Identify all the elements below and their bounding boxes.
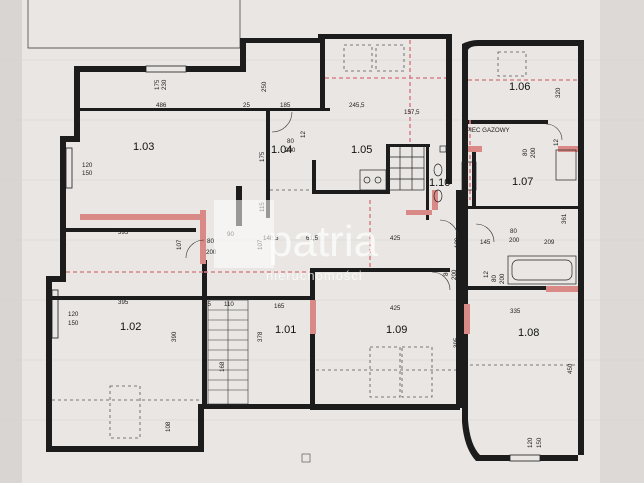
watermark-brand: patria <box>268 217 379 266</box>
dimension-label: 80 <box>207 238 214 245</box>
dimension-label: 200 <box>206 249 217 256</box>
dimension-label: 175 <box>259 151 266 162</box>
dimension-label: 80 <box>443 269 450 276</box>
dimension-label: 107 <box>176 239 183 250</box>
dimension-label: 335 <box>510 308 521 315</box>
dimension-label: 245,5 <box>349 102 365 109</box>
room-label-1-03: 1.03 <box>133 141 154 153</box>
room-label-1-08: 1.08 <box>518 327 539 339</box>
dimension-label: 25 <box>243 102 250 109</box>
dimension-label: 361 <box>561 213 568 224</box>
dimension-label: 12 <box>483 271 490 278</box>
terrace-outline <box>27 0 241 49</box>
bathroom-fixtures <box>433 145 577 285</box>
dimension-label: 395 <box>453 337 460 348</box>
dimension-label: 120 <box>82 162 93 169</box>
dimension-label: 150 <box>536 437 543 448</box>
dimension-label: 200 <box>530 147 537 158</box>
door-swings <box>185 111 563 291</box>
room-label-1-02: 1.02 <box>120 321 141 333</box>
dimension-label: 12 <box>553 139 560 146</box>
dimension-label: 80 <box>491 275 498 282</box>
dimension-labels: 486 25 185 245,5 157,5 80 200 120 150 39… <box>68 102 555 327</box>
room-label-1-07: 1.07 <box>512 176 533 188</box>
outer-walls <box>46 34 584 461</box>
dimension-label: 185 <box>280 102 291 109</box>
dimension-label: 395 <box>118 299 129 306</box>
dimension-label: 200 <box>285 147 296 154</box>
dimension-label: 390 <box>171 331 178 342</box>
room-label-1-01: 1.01 <box>275 324 296 336</box>
right-page <box>600 0 644 483</box>
dimension-label: 486 <box>156 102 167 109</box>
dimension-label: 120 <box>527 437 534 448</box>
room-label-1-05: 1.05 <box>351 144 372 156</box>
watermark-sub: nieruchomości <box>266 268 363 283</box>
dimension-label: 168 <box>219 361 226 372</box>
dimension-label: 80 <box>510 228 517 235</box>
dimension-label: 150 <box>68 320 79 327</box>
dimension-label: 450 <box>567 363 574 374</box>
dimension-label: 250 <box>261 81 268 92</box>
staircase <box>207 299 249 405</box>
room-label-1-09: 1.09 <box>386 324 407 336</box>
dimension-label: 200 <box>499 273 506 284</box>
dimension-label: 25 <box>204 301 211 308</box>
dimension-label: 230 <box>161 79 168 90</box>
watermark: patria nieruchomości <box>214 200 379 283</box>
dimension-label: 320 <box>555 87 562 98</box>
dimension-label: 209 <box>544 239 555 246</box>
skylights <box>52 44 578 439</box>
dimension-label: 12 <box>300 131 307 138</box>
dimension-label: 425 <box>390 305 401 312</box>
dimension-label: 378 <box>257 331 264 342</box>
bottom-mark <box>301 453 311 463</box>
dimension-label: 165 <box>274 303 285 310</box>
gas-stove-label: PIEC GAZOWY <box>466 127 510 134</box>
red-dashed-lines <box>66 40 578 273</box>
windows <box>51 65 541 462</box>
dimension-label: 175 <box>154 79 161 90</box>
dimension-label: 157,5 <box>404 109 420 116</box>
dimension-label: 395 <box>118 229 129 236</box>
dimension-label: 150 <box>82 170 93 177</box>
dimension-label: 425 <box>390 235 401 242</box>
dimension-label: 189 <box>454 237 461 248</box>
dimension-label: 80 <box>522 149 529 156</box>
kitchen-counter <box>359 145 425 191</box>
dimension-label: 200 <box>509 237 520 244</box>
dimension-label: 120 <box>68 311 79 318</box>
dimension-label: 80 <box>287 138 294 145</box>
watermark-logo-mark <box>214 200 274 268</box>
dimension-label: 200 <box>451 269 458 280</box>
dimension-label: 145 <box>480 239 491 246</box>
room-label-1-06: 1.06 <box>509 81 530 93</box>
dimension-label: 61,5 <box>306 235 319 242</box>
left-binder-strip <box>0 0 22 483</box>
paper-grid <box>0 59 644 421</box>
room-label-1-10: 1.10 <box>429 177 450 189</box>
room-label-1-04: 1.04 <box>271 144 292 156</box>
dimension-label: 110 <box>224 301 234 308</box>
dimension-label: 108 <box>165 421 172 432</box>
